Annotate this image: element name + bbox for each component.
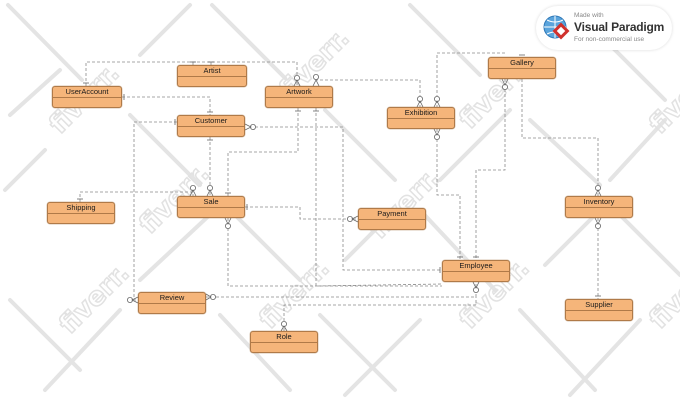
entity-title: Shipping (48, 203, 114, 214)
entity-artist[interactable]: Artist (177, 65, 247, 87)
entity-role[interactable]: Role (250, 331, 318, 353)
entity-title: Artist (178, 66, 246, 77)
entity-title: Exhibition (388, 108, 454, 119)
entity-review[interactable]: Review (138, 292, 206, 314)
entity-title: Artwork (266, 87, 332, 98)
visual-paradigm-logo-icon (543, 15, 570, 40)
visual-paradigm-badge: Made with Visual Paradigm For non-commer… (536, 6, 672, 50)
entity-employee[interactable]: Employee (442, 260, 510, 282)
badge-brand: Visual Paradigm (574, 20, 665, 34)
entity-title: UserAccount (53, 87, 121, 98)
entity-exhibition[interactable]: Exhibition (387, 107, 455, 129)
entity-title: Role (251, 332, 317, 343)
entity-shipping[interactable]: Shipping (47, 202, 115, 224)
entity-title: Supplier (566, 300, 632, 311)
entity-payment[interactable]: Payment (358, 208, 426, 230)
badge-made-with: Made with (574, 12, 604, 19)
entity-title: Gallery (489, 58, 555, 69)
entity-customer[interactable]: Customer (177, 115, 245, 137)
entity-sale[interactable]: Sale (177, 196, 245, 218)
entity-title: Payment (359, 209, 425, 220)
entity-inventory[interactable]: Inventory (565, 196, 633, 218)
entity-title: Employee (443, 261, 509, 272)
entity-gallery[interactable]: Gallery (488, 57, 556, 79)
entity-title: Sale (178, 197, 244, 208)
entity-title: Inventory (566, 197, 632, 208)
entity-useraccount[interactable]: UserAccount (52, 86, 122, 108)
entity-supplier[interactable]: Supplier (565, 299, 633, 321)
badge-note: For non-commercial use (574, 36, 645, 43)
entity-artwork[interactable]: Artwork (265, 86, 333, 108)
entity-title: Review (139, 293, 205, 304)
entity-title: Customer (178, 116, 244, 127)
